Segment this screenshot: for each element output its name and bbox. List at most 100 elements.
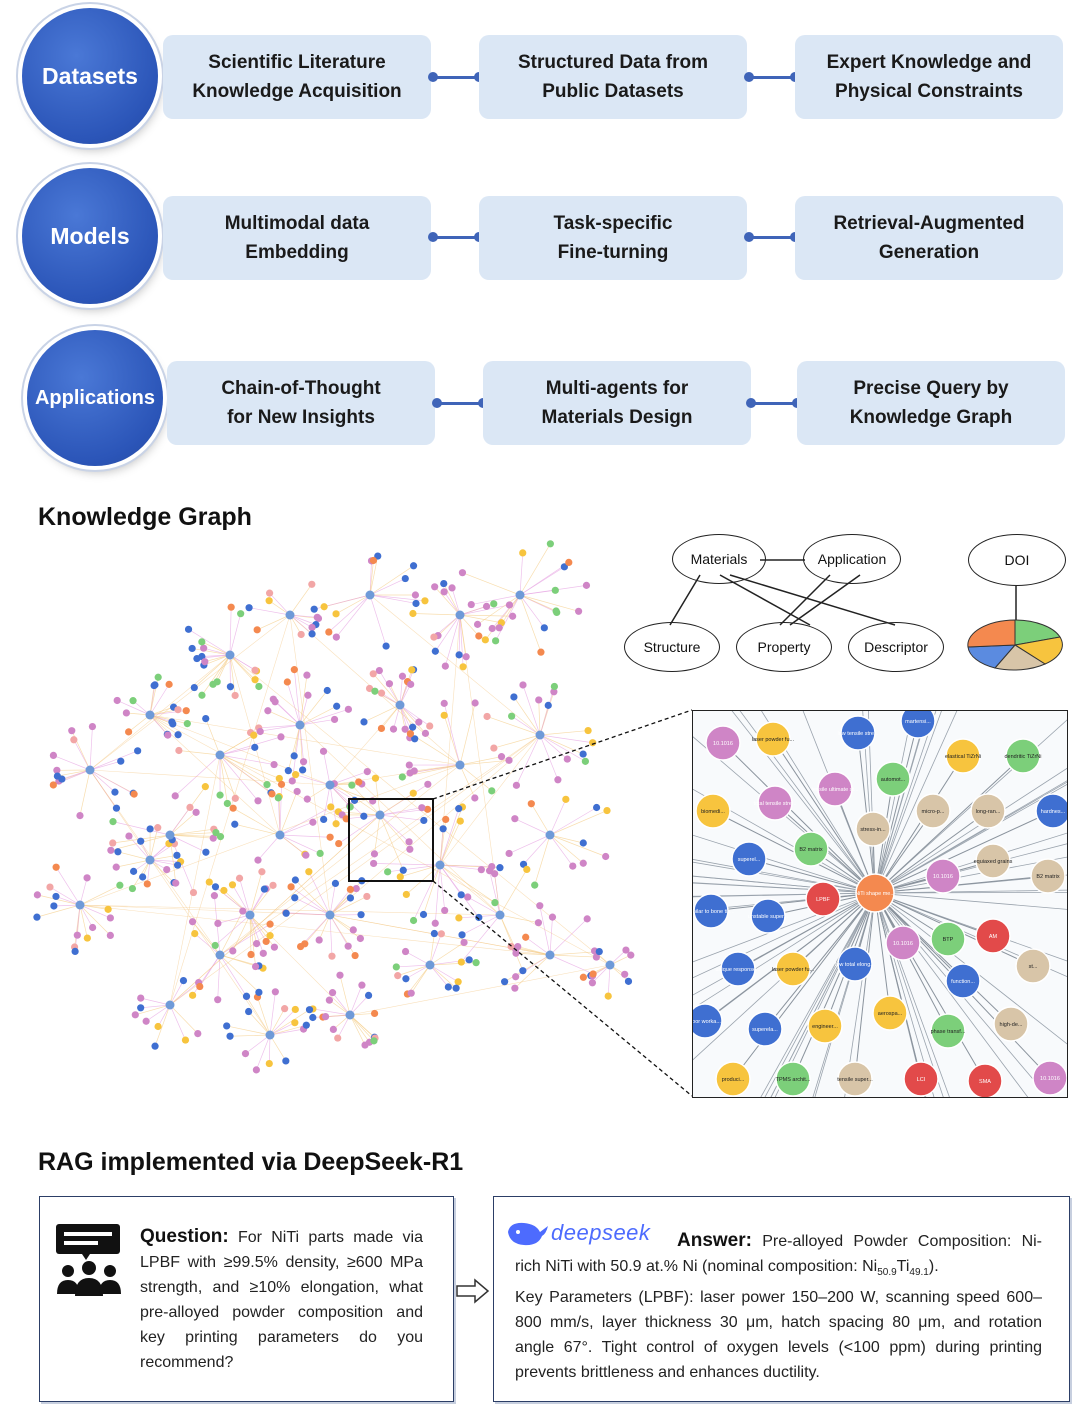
zoom-node: BTP [930, 921, 966, 957]
answer-text: Answer: Pre-alloyed Powder Composition: … [515, 1230, 1042, 1382]
legend-application: Application [803, 534, 901, 584]
kg-node [336, 971, 344, 979]
kg-edge [249, 914, 275, 948]
kg-edge [289, 614, 318, 618]
zoom-node: tensile super... [837, 1061, 873, 1097]
kg-node [535, 696, 543, 704]
kg-node [50, 902, 58, 910]
kg-edge [439, 864, 446, 911]
kg-node [505, 849, 513, 858]
kg-edge [499, 914, 524, 971]
kg-edge [89, 750, 138, 771]
kg-hub-node [325, 780, 335, 790]
kg-node [330, 715, 339, 724]
kg-hub-edge [89, 769, 221, 956]
kg-edge [332, 992, 351, 1016]
zoom-node-label: long-ran... [976, 809, 1001, 815]
zoom-node: tensile ultimate st... [811, 771, 859, 807]
kg-node [411, 735, 419, 743]
zoom-node: unique response... [715, 951, 761, 987]
models-label: Models [50, 222, 130, 249]
kg-node [512, 781, 521, 789]
kg-edge [248, 1011, 271, 1036]
kg-node [575, 607, 583, 615]
kg-hub-node [455, 610, 465, 620]
kg-node [519, 681, 527, 689]
kg-edge [539, 905, 551, 956]
kg-edge [229, 654, 256, 680]
kg-node [269, 881, 277, 889]
kg-edge [267, 710, 301, 726]
kg-hub-node [395, 700, 405, 710]
kg-node [53, 766, 61, 774]
connector [428, 72, 484, 82]
kg-edge [149, 684, 170, 716]
kg-edge [499, 869, 528, 916]
kg-edge [439, 806, 463, 866]
kg-node [471, 699, 479, 707]
zoom-node: hardnes... [1035, 793, 1067, 829]
kg-edge [549, 954, 594, 975]
kg-node [455, 651, 463, 659]
zoom-edge [874, 875, 1049, 894]
kg-node [409, 562, 418, 570]
kg-node [320, 815, 328, 824]
question-label: Question: [140, 1226, 229, 1247]
kg-node [459, 663, 467, 671]
kg-edge [549, 834, 606, 857]
kg-node [519, 860, 528, 868]
kg-edge [117, 700, 151, 716]
schema-legend-lines [669, 559, 1017, 626]
kg-node [189, 991, 197, 999]
kg-node [282, 909, 290, 917]
kg-edge [349, 1014, 370, 1043]
kg-node [173, 861, 182, 869]
kg-node [58, 775, 66, 783]
kg-node [308, 580, 316, 588]
kg-edge [269, 1009, 310, 1036]
kg-node [251, 962, 260, 971]
zoom-edge [732, 892, 876, 1080]
kg-node [394, 972, 402, 980]
kg-edge [299, 695, 309, 726]
kg-node [265, 589, 274, 597]
kg-node [282, 1057, 290, 1065]
kg-node [455, 805, 463, 813]
kg-node [492, 637, 500, 645]
kg-node [522, 933, 530, 941]
zoom-edge [874, 892, 994, 937]
kg-edge [549, 799, 567, 836]
kg-node [290, 752, 298, 760]
kg-edge [169, 807, 191, 836]
kg-node [495, 624, 503, 632]
kg-edge [443, 583, 461, 616]
zoom-node-label: martensi... [905, 719, 931, 725]
kg-edge [57, 769, 91, 777]
kg-edge [399, 676, 403, 706]
kg-node [497, 753, 506, 761]
kg-edge [256, 1034, 271, 1071]
kg-node [168, 718, 176, 726]
zoom-node: stress-in... [855, 811, 891, 847]
answer-body-1: Pre-alloyed Powder Composition: Ni-rich … [515, 1233, 1042, 1275]
kg-edge [538, 699, 541, 736]
kg-node [191, 929, 199, 938]
kg-edge [89, 769, 116, 793]
kg-node [401, 725, 409, 733]
kg-node [412, 599, 420, 608]
kg-node [308, 623, 316, 632]
question-text: Question: For NiTi parts made via LPBF w… [140, 1224, 423, 1375]
zoom-edge [693, 875, 876, 894]
kg-node [200, 644, 208, 652]
kg-edge [323, 751, 331, 786]
kg-node [531, 881, 539, 889]
kg-edge [531, 803, 551, 836]
kg-hub-node [85, 765, 95, 775]
kg-node [440, 711, 448, 719]
zoom-node: SMA [967, 1063, 1003, 1097]
kg-node [117, 757, 125, 765]
kg-node [370, 1009, 379, 1018]
kg-node [460, 938, 468, 947]
kg-edge [79, 877, 88, 906]
